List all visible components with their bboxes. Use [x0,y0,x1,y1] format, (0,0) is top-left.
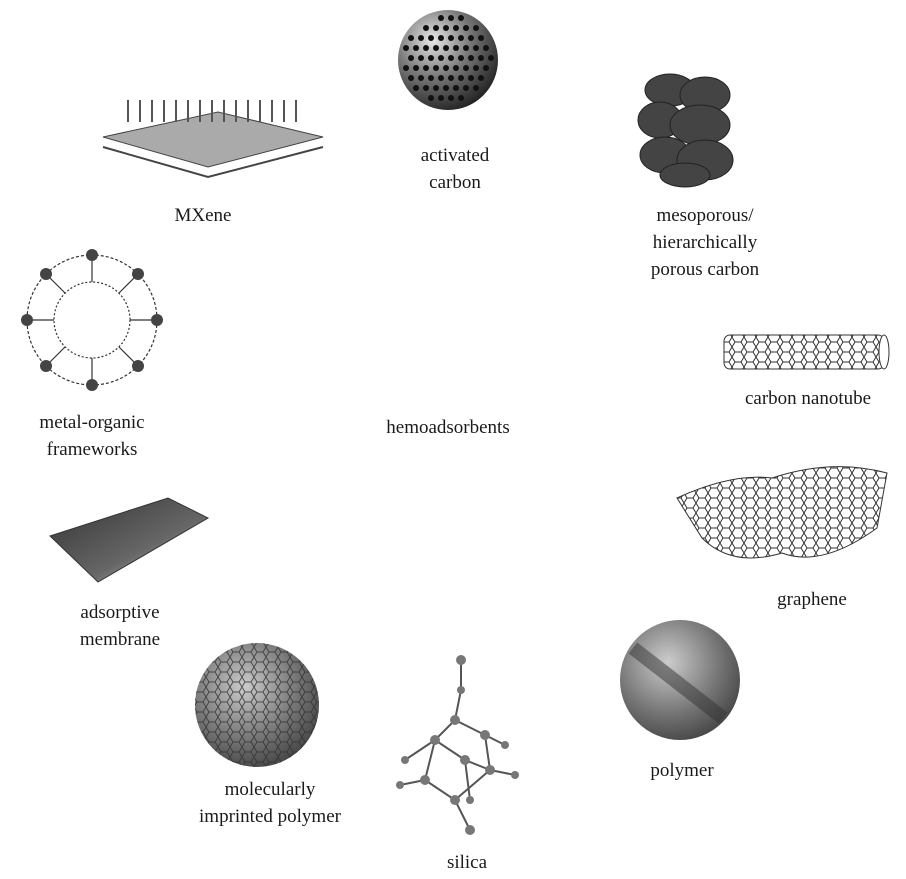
pore-dot [478,75,484,81]
adsorptive-membrane-image [49,497,210,583]
carbon-nanotube-label: carbon nanotube [744,388,872,409]
mxene-label: MXene [174,205,232,226]
pore-dot [408,75,414,81]
polymer-image [620,620,740,740]
pore-dot [433,45,439,51]
pore-dot [438,95,444,101]
pore-dot [433,65,439,71]
pore-dot [463,65,469,71]
pore-dot [408,55,414,61]
pore-dot [473,25,479,31]
graphene-image [676,466,888,559]
pore-dot [453,65,459,71]
pore-dot [473,85,479,91]
pore-dot [463,85,469,91]
pore-dot [438,55,444,61]
pore-dot [408,35,414,41]
pore-dot [428,55,434,61]
pore-dot [448,75,454,81]
pore-dot [448,35,454,41]
pore-dot [478,35,484,41]
pore-dot [468,75,474,81]
pore-dot [458,35,464,41]
pore-dot [478,55,484,61]
pore-dot [473,65,479,71]
pore-dot [483,45,489,51]
pore-dot [428,75,434,81]
pore-dot [443,45,449,51]
pore-dot [413,65,419,71]
pore-dot [473,45,479,51]
pore-dot [458,55,464,61]
pore-dot [453,25,459,31]
pore-dot [423,85,429,91]
pore-dot [458,15,464,21]
pore-dot [428,95,434,101]
pore-dot [458,95,464,101]
pore-dot [458,75,464,81]
pore-dot [438,15,444,21]
pore-dot [433,85,439,91]
graphene-label: graphene [777,589,847,610]
pore-dot [418,55,424,61]
pore-dot [448,15,454,21]
pore-dot [468,35,474,41]
silica-label: silica [446,852,488,873]
pore-dot [413,45,419,51]
pore-dot [428,35,434,41]
pore-dot [463,25,469,31]
pore-dot [488,55,494,61]
pore-dot [468,55,474,61]
polymer-label: polymer [650,760,714,781]
silica-image [396,655,519,835]
pore-dot [423,45,429,51]
pore-dot [453,45,459,51]
mesoporous-carbon-image [637,73,734,188]
pore-dot [438,35,444,41]
pore-dot [448,55,454,61]
pore-dot [443,85,449,91]
pore-dot [438,75,444,81]
pore-dot [403,65,409,71]
pore-dot [403,45,409,51]
pore-dot [433,25,439,31]
pore-dot [423,65,429,71]
center-label: hemoadsorbents [386,417,510,438]
pore-dot [448,95,454,101]
mxene-image [102,100,324,179]
pore-dot [418,35,424,41]
carbon-nanotube-image [723,334,890,370]
pore-dot [423,25,429,31]
molecularly-imprinted-polymer-image [195,643,319,767]
metal-organic-frameworks-image [21,249,163,391]
pore-dot [443,25,449,31]
pore-dot [453,85,459,91]
pore-dot [413,85,419,91]
pore-dot [418,75,424,81]
pore-dot [443,65,449,71]
pore-dot [463,45,469,51]
pore-dot [483,65,489,71]
activated-carbon-image [398,10,498,110]
